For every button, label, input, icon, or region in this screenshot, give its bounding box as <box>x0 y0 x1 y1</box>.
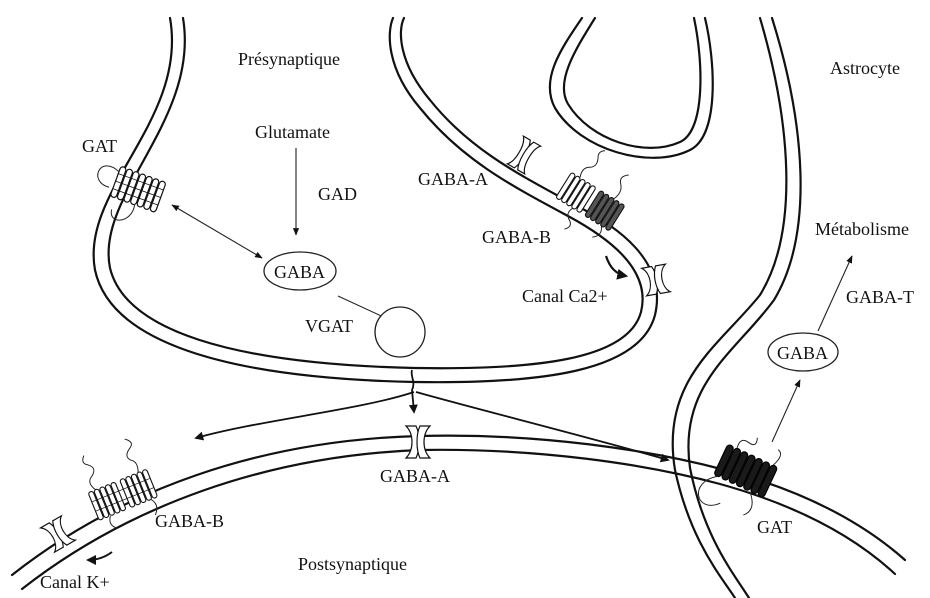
presynaptic-lobe <box>550 18 713 158</box>
label-presynaptic: Présynaptique <box>238 49 340 69</box>
label-gaba-b-presynaptic: GABA-B <box>482 227 551 247</box>
gat-astrocyte-transporter <box>694 425 785 526</box>
gaba-release-arrows <box>196 370 668 460</box>
gaba-b-postsynaptic-receptor <box>75 436 164 536</box>
label-postsynaptic: Postsynaptique <box>298 554 407 574</box>
gat-gaba-double-arrow <box>172 205 262 258</box>
label-astrocyte: Astrocyte <box>830 58 900 78</box>
astrocyte-membrane <box>673 18 801 598</box>
label-gaba-presynaptic: GABA <box>274 262 325 282</box>
label-vgat: VGAT <box>305 316 353 336</box>
gat-presynaptic-transporter <box>85 159 166 231</box>
gaba-b-to-k-arrow <box>88 552 112 560</box>
gat-to-gaba-astro-arrow <box>772 380 800 442</box>
label-canal-k: Canal K+ <box>40 572 110 592</box>
label-canal-ca: Canal Ca2+ <box>522 286 608 306</box>
label-gaba-astrocyte: GABA <box>777 343 828 363</box>
gaba-a-presynaptic-channel <box>507 136 540 174</box>
postsynaptic-membrane <box>12 436 905 589</box>
label-gaba-b-postsynaptic: GABA-B <box>155 511 224 531</box>
gaba-a-postsynaptic-channel <box>406 426 430 458</box>
gaba-b-to-ca-arrow <box>606 256 626 276</box>
label-gat-astrocyte: GAT <box>757 517 792 537</box>
label-metabolisme: Métabolisme <box>815 219 909 239</box>
canal-ca-channel <box>642 264 670 296</box>
label-gaba-t: GABA-T <box>846 287 914 307</box>
label-gat-presynaptic: GAT <box>82 136 117 156</box>
label-gaba-a-presynaptic: GABA-A <box>418 169 488 189</box>
label-gad: GAD <box>318 184 357 204</box>
label-glutamate: Glutamate <box>255 122 330 142</box>
synaptic-vesicle <box>375 307 425 357</box>
label-gaba-a-postsynaptic: GABA-A <box>380 466 450 486</box>
gaba-b-presynaptic-receptor <box>544 142 644 250</box>
